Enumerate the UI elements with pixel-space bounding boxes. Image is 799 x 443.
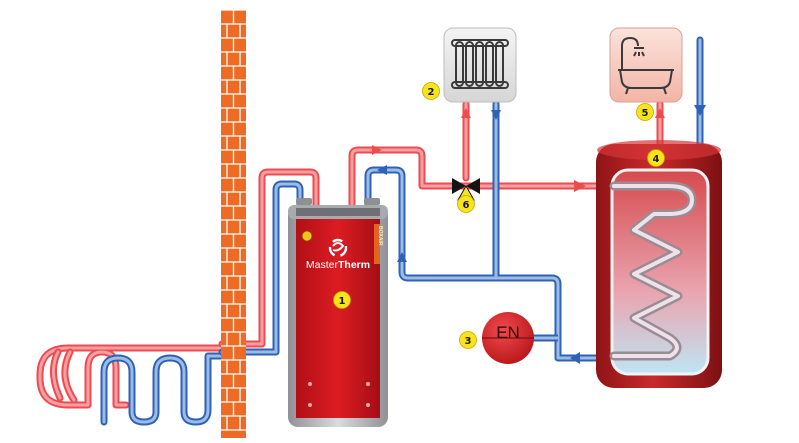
badge-bathroom: 5 [636,103,654,121]
hot-pipes [218,100,664,348]
svg-text:1: 1 [339,296,346,307]
side-label: BOXAIR [377,226,383,246]
cold-arrow-icon [377,165,387,175]
vessel-label: EN [496,323,520,342]
expansion-vessel: EN [482,312,534,364]
hot-arrow-icon [372,145,382,155]
floor-heating-loops [36,344,226,426]
heat-pump-unit: BOXAIR MasterTherm [288,198,388,427]
cold-arrow-icon [694,105,706,116]
badge-expansion-vessel: 3 [459,331,477,349]
cold-arrow-icon [570,352,580,364]
hot-arrow-icon [461,108,471,118]
radiator-icon [451,39,509,89]
cold-arrow-icon [397,252,407,262]
cold-pipes [218,36,704,362]
hot-arrow-icon [574,180,586,192]
bathtub-shower-icon [618,36,674,95]
svg-text:4: 4 [653,154,660,165]
svg-text:2: 2 [428,87,435,98]
badge-three-way-valve: 6 [457,195,475,213]
cold-arrow-icon [491,110,501,120]
storage-tank [596,140,722,388]
brick-wall [221,9,246,438]
svg-text:5: 5 [642,108,649,119]
badge-heat-pump: 1 [333,291,351,309]
brand-logo-icon [328,238,348,258]
indicator-light [301,230,313,242]
flow-arrows [372,105,706,364]
number-badges: 1 2 3 4 5 6 [333,82,665,349]
radiator [443,27,517,103]
badge-radiator: 2 [422,82,440,100]
badge-storage-tank: 4 [647,149,665,167]
svg-text:3: 3 [465,336,472,347]
brand-name: MasterTherm [306,259,370,271]
bathroom [609,27,683,103]
heat-exchanger-coil [609,181,697,361]
svg-text:6: 6 [463,200,470,211]
hot-arrow-icon [655,108,665,118]
